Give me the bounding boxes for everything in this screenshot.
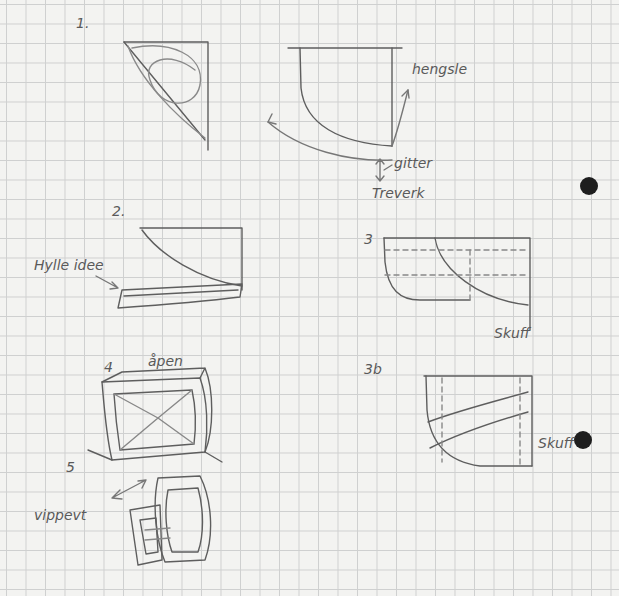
handwritten-label: åpen bbox=[148, 354, 183, 369]
handwritten-label: Skuff bbox=[494, 326, 530, 341]
handwritten-label: 3 bbox=[364, 232, 373, 247]
handwritten-label: gitter bbox=[394, 156, 432, 171]
handwritten-label: 3b bbox=[364, 362, 382, 377]
handwritten-label: 4 bbox=[104, 360, 113, 375]
sketch-2-shelf bbox=[96, 228, 242, 308]
binder-hole bbox=[574, 431, 592, 449]
sketch-1-frame bbox=[124, 42, 208, 150]
handwritten-label: vippevt bbox=[34, 508, 86, 523]
sketch-5-tilt-box bbox=[112, 476, 211, 565]
handwritten-label: 2. bbox=[112, 204, 125, 219]
sketch-3b-drawer bbox=[424, 376, 532, 466]
sketch-3-drawer bbox=[384, 238, 530, 330]
handwritten-label: Skuff bbox=[538, 436, 574, 451]
sketch-1-hinged bbox=[268, 48, 409, 181]
sketch-4-open-box bbox=[88, 368, 222, 462]
handwritten-label: Hylle idee bbox=[34, 258, 104, 273]
handwritten-label: 1. bbox=[76, 16, 89, 31]
handwritten-label: 5 bbox=[66, 460, 75, 475]
binder-hole bbox=[580, 177, 598, 195]
handwritten-label: Treverk bbox=[372, 186, 425, 201]
handwritten-label: hengsle bbox=[412, 62, 467, 77]
